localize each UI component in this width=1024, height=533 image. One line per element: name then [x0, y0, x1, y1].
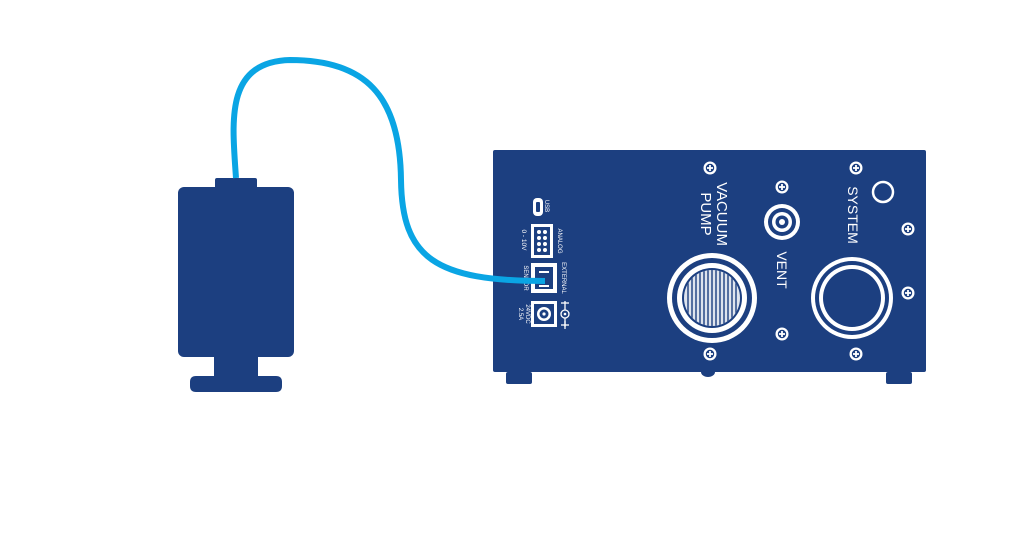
vacuum-pump-label-line2: PUMP: [697, 192, 714, 235]
vacuum-sensor: [178, 178, 294, 392]
sensor-neck: [214, 352, 258, 376]
cross-screw-icon: [703, 161, 717, 175]
controller-foot-left: [506, 372, 532, 384]
system-port: [811, 257, 893, 339]
connector-panel: [531, 198, 570, 329]
system-label: SYSTEM: [845, 186, 861, 244]
cross-screw-icon: [901, 286, 915, 300]
analog-label: ANALOG: [556, 228, 562, 253]
usb-label: USB: [543, 200, 549, 212]
controller-foot-right: [886, 372, 912, 384]
power-jack: [531, 301, 557, 327]
cross-screw-icon: [775, 327, 789, 341]
sensor-cable: [230, 56, 546, 284]
vent-fitting: [764, 204, 800, 240]
dc-polarity-icon: [560, 301, 570, 329]
cross-screw-icon: [703, 347, 717, 361]
cross-screw-icon: [849, 347, 863, 361]
cross-screw-icon: [775, 180, 789, 194]
vacuum-pump-port: [667, 253, 757, 343]
sensor-flange: [190, 376, 282, 392]
power-label-current: 2.5A: [517, 308, 523, 320]
power-label-voltage: 24VDC: [524, 304, 530, 324]
system-indicator-ring: [871, 180, 895, 204]
cross-screw-icon: [901, 222, 915, 236]
sensor-body: [178, 187, 294, 357]
analog-range-label: 0 - 10V: [520, 230, 527, 252]
vent-label: VENT: [774, 251, 790, 289]
usb-port-icon: [533, 198, 543, 216]
analog-connector: [531, 224, 553, 258]
vacuum-pump-label-line1: VACUUM: [713, 182, 730, 246]
cross-screw-icon: [849, 161, 863, 175]
external-label: EXTERNAL: [560, 262, 566, 294]
